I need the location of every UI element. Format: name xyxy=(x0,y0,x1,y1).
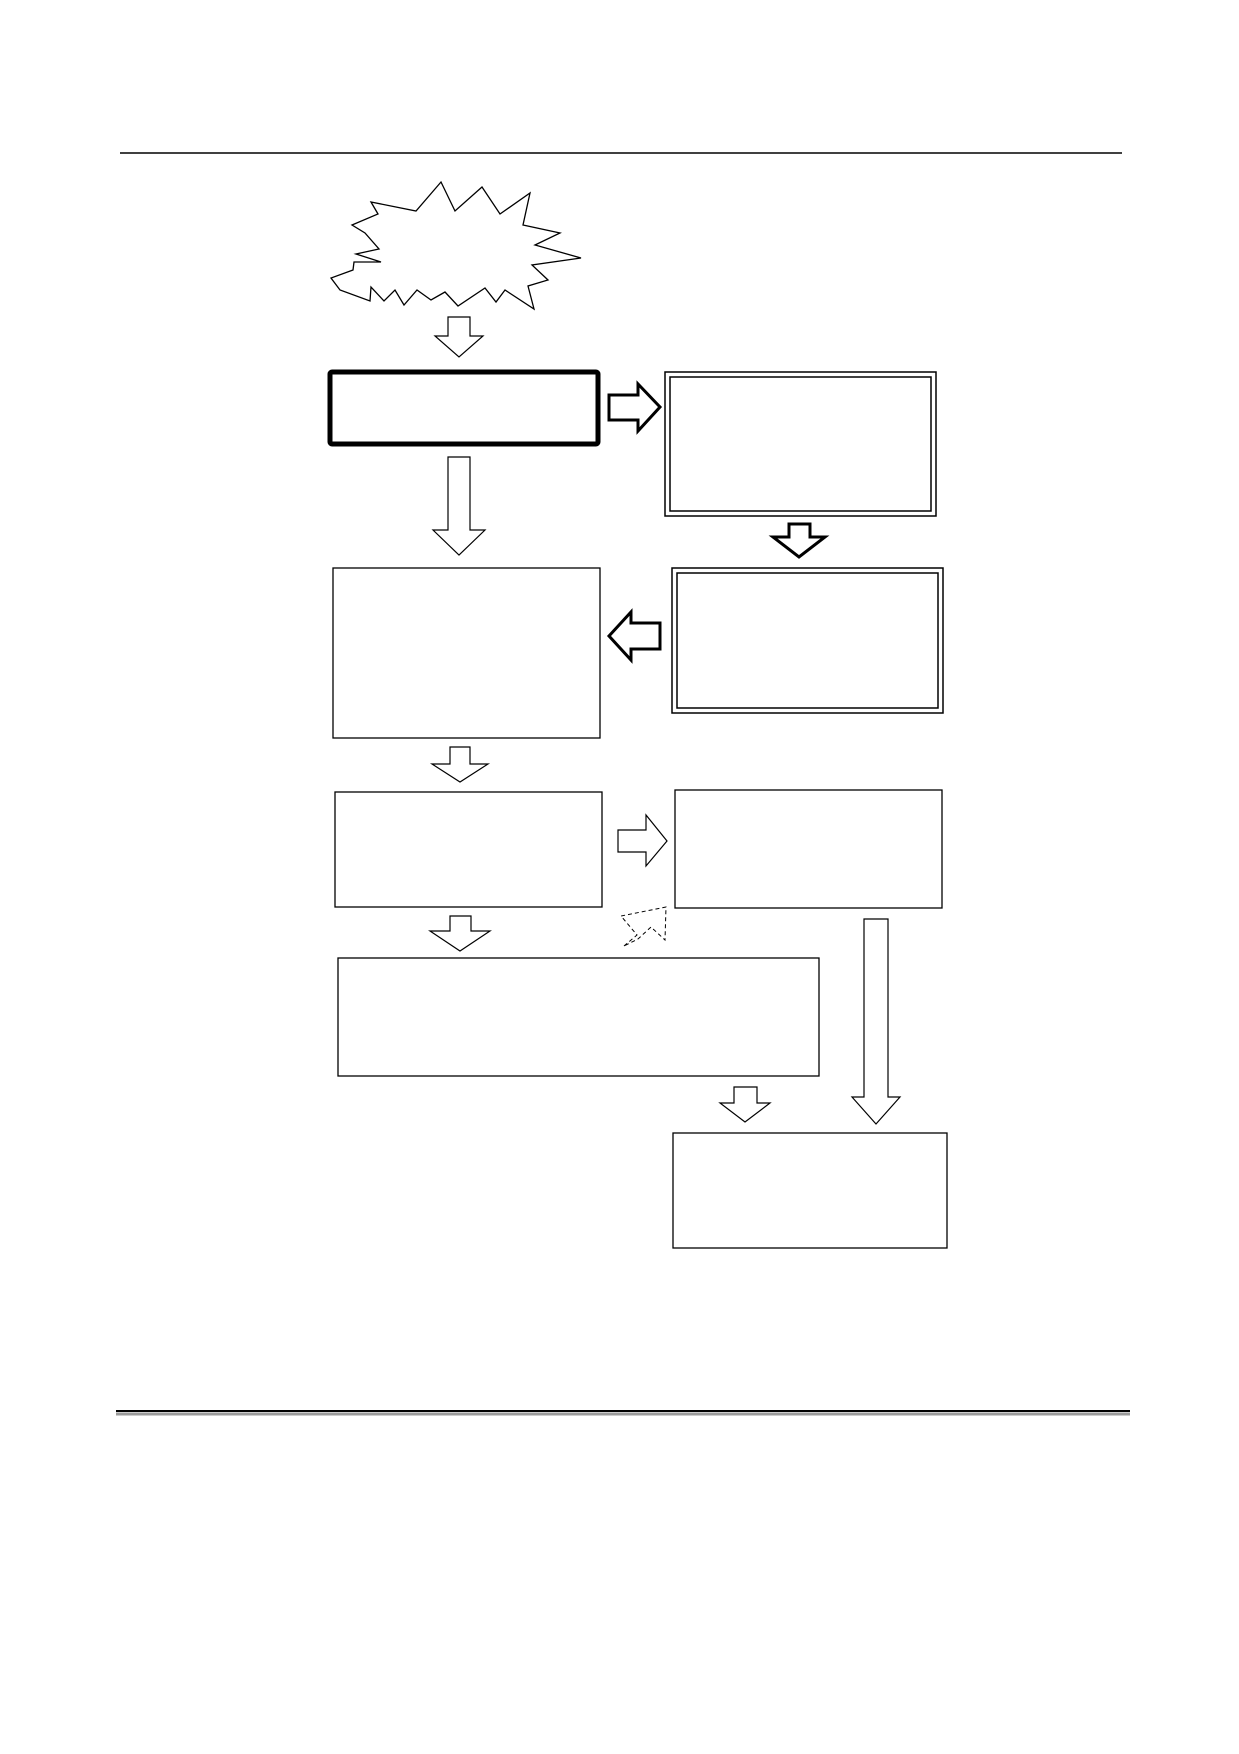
box-4 xyxy=(332,567,601,739)
arrow-down-icon xyxy=(428,915,492,952)
arrow-up-right-dashed-icon xyxy=(620,906,667,947)
arrow-down-icon xyxy=(850,918,902,1125)
arrow-down-icon xyxy=(718,1086,772,1123)
box-6 xyxy=(674,789,943,909)
arrow-down-icon xyxy=(429,746,491,783)
arrow-down-icon xyxy=(768,522,830,559)
arrow-right-icon xyxy=(617,813,668,868)
bottom-rule xyxy=(116,1410,1130,1416)
start-burst xyxy=(329,180,582,311)
box-1 xyxy=(327,369,601,447)
box-7 xyxy=(337,957,820,1077)
arrow-down-icon xyxy=(433,316,485,358)
box-2 xyxy=(664,371,937,517)
arrow-left-icon xyxy=(606,608,662,664)
box-3 xyxy=(671,567,944,714)
box-5 xyxy=(334,791,603,908)
arrow-right-icon xyxy=(607,380,663,435)
arrow-down-icon xyxy=(431,456,487,556)
box-8 xyxy=(672,1132,948,1249)
